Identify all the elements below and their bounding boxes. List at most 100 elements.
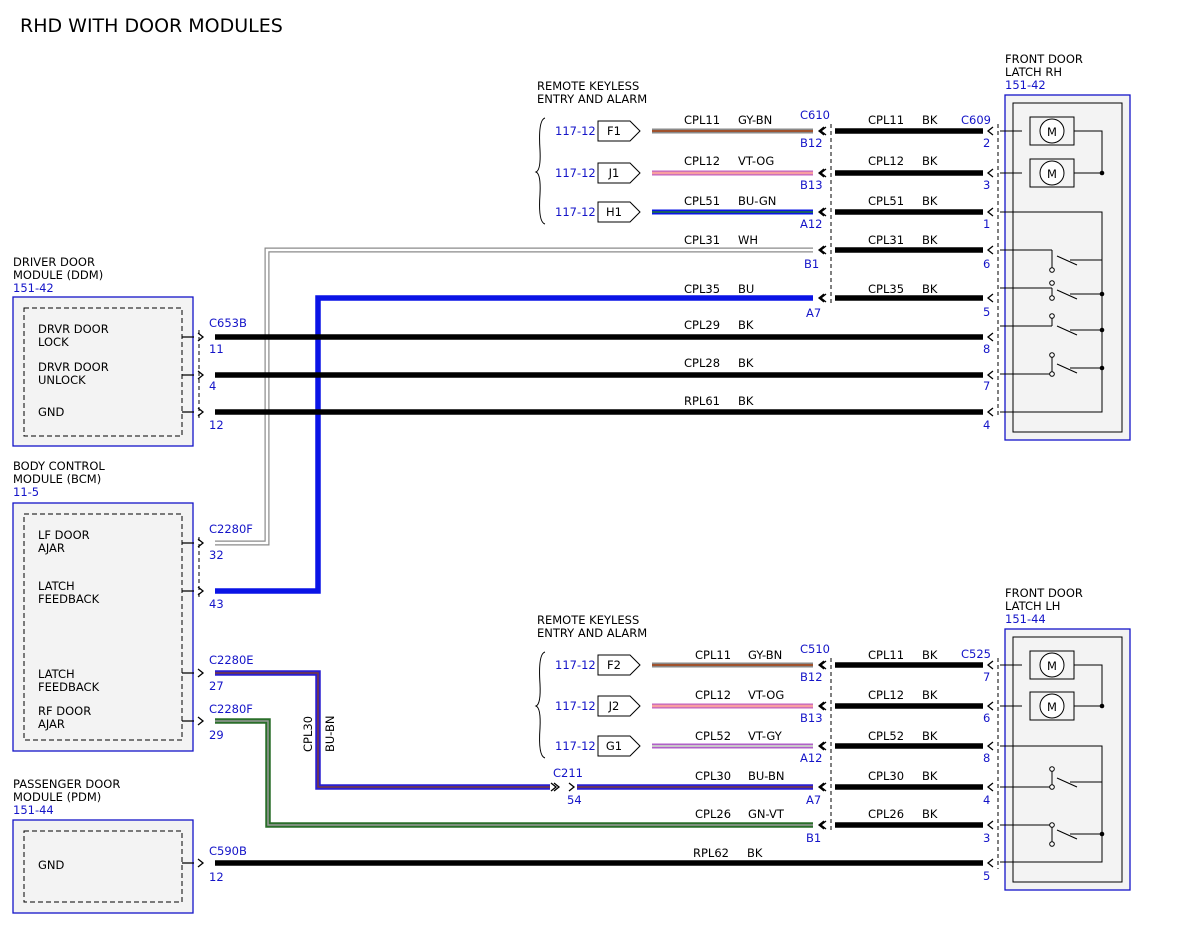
circuit-label: CPL12: [695, 688, 731, 702]
rke-top-name-line1: REMOTE KEYLESS: [537, 79, 639, 93]
latch-rh-inner-box: [1012, 102, 1123, 433]
rke-top-pin-ref: 117-12: [555, 166, 596, 180]
connector-c525: C525: [961, 647, 991, 661]
circuit-label: CPL29: [684, 318, 720, 332]
connector-c2280f-bottom: C2280F: [209, 702, 253, 716]
connector-c653b: C653B: [209, 316, 247, 330]
ddm-pin-lock-line1: DRVR DOOR: [38, 322, 109, 336]
latch-rh-ref: 151-42: [1005, 78, 1046, 92]
motor-label: M: [1047, 125, 1057, 139]
wire-color-label: WH: [738, 233, 758, 247]
connector-c2280e: C2280E: [209, 653, 254, 667]
pin-number: 5: [983, 305, 990, 319]
wire-color-label: BK: [922, 282, 938, 296]
latch-lh-motor-1: M: [1029, 650, 1075, 680]
wire-color-label: VT-GY: [748, 729, 783, 743]
motor-label: M: [1047, 700, 1057, 714]
latch-rh-box: [1004, 94, 1131, 441]
circuit-label: CPL31: [684, 233, 720, 247]
pin-number: 6: [983, 257, 990, 271]
latch-lh-name-line1: FRONT DOOR: [1005, 586, 1083, 600]
pin-number: 29: [209, 728, 224, 742]
rke-top-pin-id: J1: [608, 166, 620, 180]
ddm-pin-gnd: GND: [38, 405, 65, 419]
wire-color-label: VT-OG: [738, 154, 774, 168]
pdm-ref: 151-44: [13, 803, 54, 817]
circuit-label: CPL30: [301, 716, 315, 752]
pin-number: B13: [800, 711, 823, 725]
rke-top-pin-f1: 117-12 F1: [555, 120, 641, 142]
circuit-label: CPL12: [868, 154, 904, 168]
wire-color-label: BK: [922, 688, 938, 702]
pin-number: 5: [983, 869, 990, 883]
wire-color-label: GY-BN: [738, 113, 772, 127]
ddm-pin-unlock-line2: UNLOCK: [38, 373, 86, 387]
bcm-pin-latch-fb2-line2: FEEDBACK: [38, 680, 100, 694]
connector-c610: C610: [800, 108, 830, 122]
bcm-pin-rf-ajar-line1: RF DOOR: [38, 704, 91, 718]
top-wire-labels: CPL11 GY-BN CPL12 VT-OG CPL51 BU-GN CPL3…: [684, 113, 990, 432]
ddm-inner-box: [23, 307, 183, 437]
circuit-label: CPL12: [868, 688, 904, 702]
bcm-pin-latch-fb1-line1: LATCH: [38, 579, 75, 593]
pdm-inner-box: [23, 830, 183, 903]
circuit-label: CPL51: [868, 194, 904, 208]
motor-label: M: [1047, 659, 1057, 673]
pin-number: 8: [983, 751, 990, 765]
pin-number: 7: [983, 670, 990, 684]
circuit-label: CPL52: [695, 729, 731, 743]
circuit-label: CPL11: [684, 113, 720, 127]
wire-cpl35-bu: [215, 295, 813, 594]
rke-bottom-pin-ref: 117-12: [555, 739, 596, 753]
latch-lh-ref: 151-44: [1005, 612, 1046, 626]
latch-lh-inner-box: [1012, 636, 1123, 883]
latch-rh-name-line1: FRONT DOOR: [1005, 52, 1083, 66]
rke-top-pin-id: H1: [606, 205, 622, 219]
latch-lh-junctions: [1099, 703, 1105, 837]
rke-top-pin-ref: 117-12: [555, 205, 596, 219]
pin-number: 12: [209, 870, 224, 884]
rke-bottom-pin-j2: 117-12 J2: [555, 695, 641, 717]
bcm-pin-lf-ajar-line1: LF DOOR: [38, 528, 90, 542]
driver-door-module: DRIVER DOOR MODULE (DDM) 151-42 DRVR DOO…: [12, 255, 194, 447]
bcm-name-line1: BODY CONTROL: [13, 459, 105, 473]
front-door-latch-lh: FRONT DOOR LATCH LH 151-44 M M: [1000, 586, 1131, 891]
connector-dashed-lines: [198, 124, 999, 869]
pin-number: 12: [209, 418, 224, 432]
ddm-name-line2: MODULE (DDM): [13, 268, 103, 282]
rke-bottom-pin-id: J2: [608, 699, 620, 713]
pin-number: 4: [983, 793, 990, 807]
circuit-label: CPL31: [868, 233, 904, 247]
circuit-label: CPL52: [868, 729, 904, 743]
wire-cpl26-gn-vt: [215, 718, 813, 828]
page-title: RHD WITH DOOR MODULES: [20, 15, 283, 37]
connector-c609: C609: [961, 113, 991, 127]
circuit-label: CPL11: [868, 113, 904, 127]
latch-rh-switch-contacts: [1049, 267, 1055, 377]
pin-number: A12: [800, 217, 823, 231]
rke-top-pin-id: F1: [607, 124, 621, 138]
latch-lh-motor-2: M: [1029, 691, 1075, 721]
rke-top-pin-ref: 117-12: [555, 124, 596, 138]
wires-c610-to-latch-rh: [835, 128, 983, 301]
pin-number: 11: [209, 342, 224, 356]
circuit-label: CPL26: [868, 807, 904, 821]
rke-top-pin-j1: 117-12 J1: [555, 162, 641, 184]
rke-bottom-brace: [534, 651, 546, 759]
circuit-label: CPL26: [695, 807, 731, 821]
wire-cpl30-bu-bn: [215, 670, 813, 790]
bottom-wire-labels: CPL11 GY-BN CPL12 VT-OG CPL52 VT-GY CPL3…: [693, 648, 990, 883]
circuit-label: CPL30: [695, 769, 731, 783]
wire-color-label: BK: [922, 648, 938, 662]
rke-bottom-pin-id: G1: [606, 739, 622, 753]
pin-number: 1: [983, 217, 990, 231]
circuit-label: CPL28: [684, 356, 720, 370]
ddm-box: [12, 296, 194, 447]
circuit-label: CPL35: [868, 282, 904, 296]
ddm-ref: 151-42: [13, 281, 54, 295]
connector-c2280f-top: C2280F: [209, 522, 253, 536]
circuit-label: CPL30: [868, 769, 904, 783]
circuit-label: CPL51: [684, 194, 720, 208]
latch-lh-switch-contacts: [1049, 766, 1055, 847]
